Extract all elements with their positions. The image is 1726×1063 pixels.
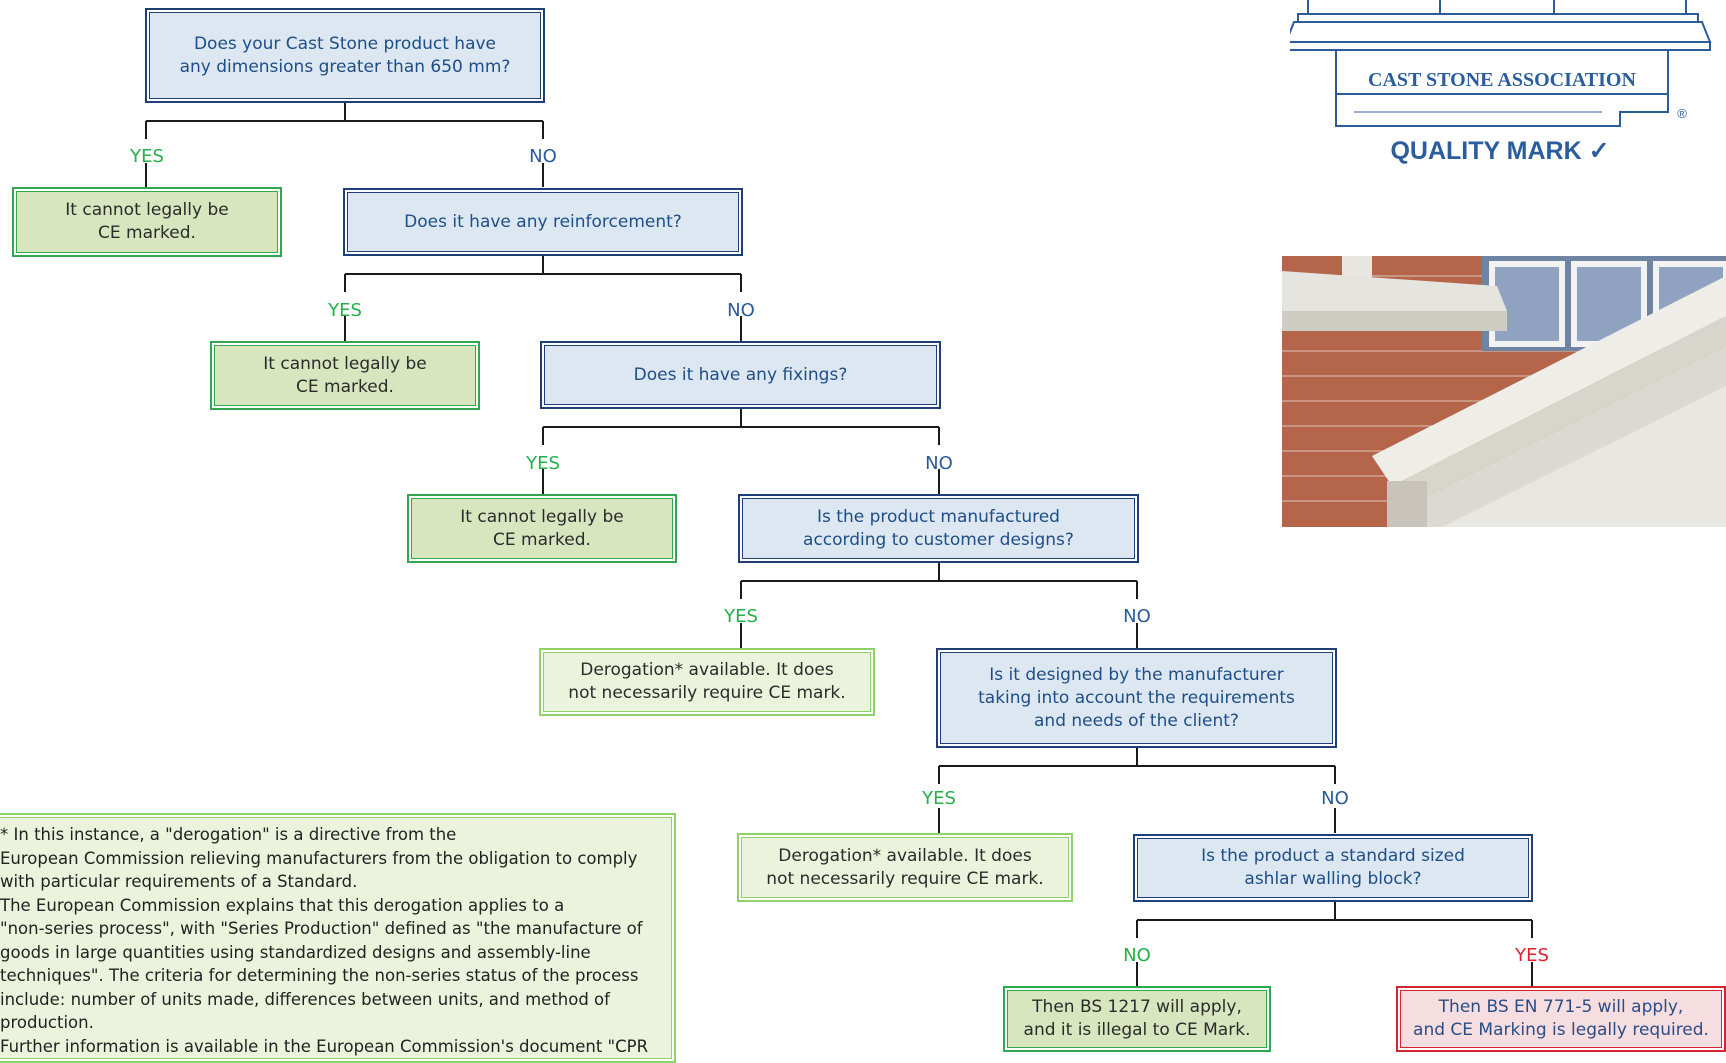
footnote-line: with particular requirements of a Standa… <box>0 872 358 891</box>
question-reinforcement: Does it have any reinforcement? <box>343 188 743 256</box>
footnote-line: include: number of units made, differenc… <box>0 989 610 1009</box>
label-no-q3: NO <box>925 453 953 474</box>
footnote-line: European Commission relieving manufactur… <box>0 848 638 868</box>
question-ashlar-walling-block: Is the product a standard sized ashlar w… <box>1133 834 1533 902</box>
question-designed-by-manufacturer: Is it designed by the manufacturer takin… <box>936 648 1337 748</box>
label-yes-q3: YES <box>526 453 560 474</box>
outcome-bs-en-771-5: Then BS EN 771-5 will apply, and CE Mark… <box>1396 986 1726 1052</box>
label-yes-q4: YES <box>724 606 758 627</box>
derogation-footnote: * In this instance, a "derogation" is a … <box>0 813 676 1063</box>
footnote-line: Further information is available in the … <box>0 1036 649 1056</box>
label-yes-q5: YES <box>922 788 956 809</box>
question-dimensions: Does your Cast Stone product have any di… <box>145 8 545 103</box>
outcome-derogation-2: Derogation* available. It does not neces… <box>737 833 1073 902</box>
connector-q5 <box>938 748 1336 833</box>
label-yes-q2: YES <box>328 300 362 321</box>
label-no-q6: NO <box>1123 945 1151 966</box>
cast-stone-building-photo <box>1282 256 1726 527</box>
label-no-q1: NO <box>529 146 557 167</box>
outcome-bs1217: Then BS 1217 will apply, and it is illeg… <box>1003 986 1271 1052</box>
footnote-line: techniques". The criteria for determinin… <box>0 966 639 985</box>
label-yes-q1: YES <box>130 146 164 167</box>
registered-mark: ® <box>1677 106 1687 121</box>
connector-q4 <box>740 563 1138 648</box>
footnote-line: * In this instance, a "derogation" is a … <box>0 825 457 844</box>
question-customer-designs: Is the product manufactured according to… <box>738 494 1139 563</box>
cast-stone-association-logo: CAST STONE ASSOCIATION ® <box>1290 0 1712 127</box>
connector-q3 <box>542 409 940 494</box>
outcome-cannot-ce-mark-1: It cannot legally be CE marked. <box>12 187 282 257</box>
logo-name: CAST STONE ASSOCIATION <box>1368 69 1636 91</box>
outcome-cannot-ce-mark-2: It cannot legally be CE marked. <box>210 341 480 410</box>
quality-mark-label: QUALITY MARK ✓ <box>1390 137 1610 165</box>
footnote-line: goods in large quantities using standard… <box>0 942 591 962</box>
label-yes-q6: YES <box>1515 945 1549 966</box>
footnote-line: "non-series process", with "Series Produ… <box>0 919 643 938</box>
outcome-cannot-ce-mark-3: It cannot legally be CE marked. <box>407 494 677 563</box>
footnote-line: The European Commission explains that th… <box>0 895 565 915</box>
question-fixings: Does it have any fixings? <box>540 341 941 409</box>
connector-q6 <box>1136 902 1533 986</box>
label-no-q2: NO <box>727 300 755 321</box>
label-no-q4: NO <box>1123 606 1151 627</box>
label-no-q5: NO <box>1321 788 1349 809</box>
connector-q2 <box>344 256 742 341</box>
outcome-derogation-1: Derogation* available. It does not neces… <box>539 648 875 716</box>
footnote-line: production. <box>0 1013 94 1032</box>
connector-q1 <box>145 102 544 187</box>
